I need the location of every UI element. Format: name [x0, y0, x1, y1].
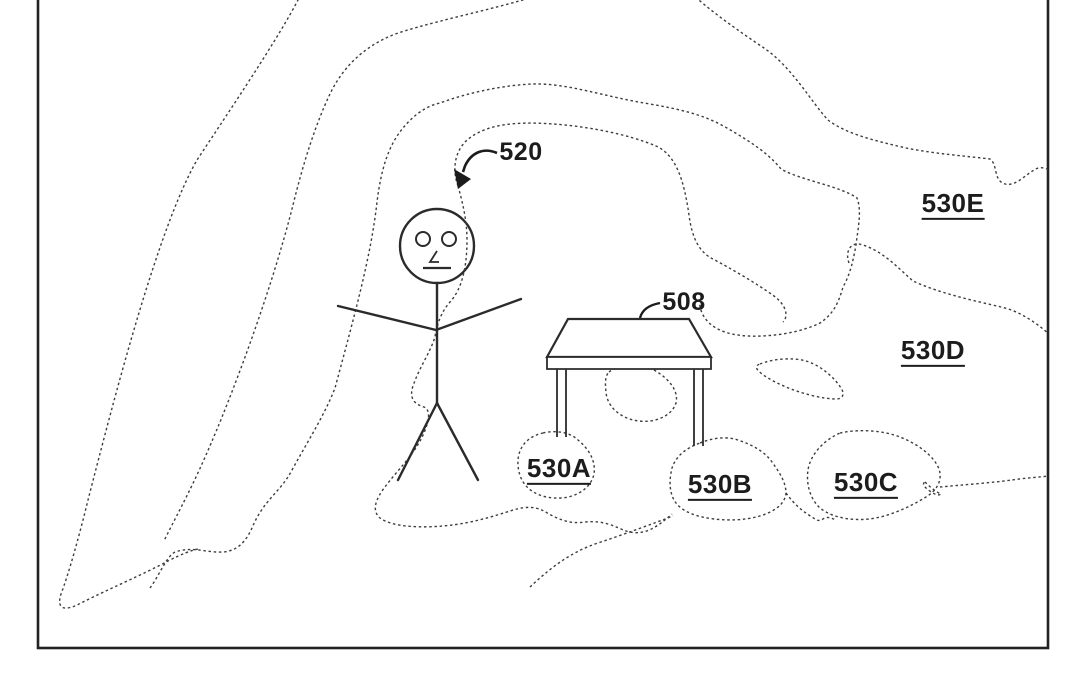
left-leg [396, 401, 439, 482]
label-region-530E: 530E [921, 189, 985, 221]
label-region-530A: 530A [526, 454, 592, 486]
right-eye [441, 231, 457, 247]
contour-left-outer [59, 0, 299, 609]
label-region-530B: 530B [687, 470, 753, 502]
blob-530C [806, 429, 941, 521]
leader-508-curve [638, 301, 661, 319]
contour-bottom-right [939, 475, 1050, 488]
label-region-530C: 530C [833, 468, 899, 500]
contour-bottom-center [529, 515, 674, 588]
leader-520-arrowhead-icon [454, 169, 471, 189]
label-508: 508 [662, 287, 706, 316]
blob-530C-sliver [922, 481, 943, 496]
stick-figure-head-group [398, 207, 476, 285]
contour-520-upper [454, 122, 787, 323]
table-group [545, 317, 713, 446]
contour-divider-530E-530D [846, 243, 1050, 335]
head-circle [398, 207, 476, 285]
leader-lines [454, 149, 661, 319]
nose [428, 250, 439, 263]
leader-520-curve [461, 149, 498, 173]
blob-530A [517, 431, 596, 499]
table-legs [556, 369, 704, 446]
table-top [545, 317, 713, 359]
left-eye [415, 231, 431, 247]
label-520: 520 [499, 137, 543, 166]
left-arm [336, 304, 438, 332]
right-leg [435, 401, 480, 482]
figure-frame [36, 0, 1050, 650]
contour-top-right [697, 0, 1050, 186]
contour-enclosing-region [149, 83, 861, 589]
label-region-530D: 530D [900, 336, 966, 368]
dotted-contours [59, 0, 1050, 609]
blob-right-of-table [755, 358, 844, 400]
blob-530B [669, 437, 787, 521]
contour-520-lower [374, 185, 673, 534]
contour-left-inner [163, 0, 526, 542]
contour-530B-530C-connector [785, 492, 837, 522]
stick-figure-body-group [336, 281, 523, 482]
table-apron [546, 356, 712, 370]
right-arm [434, 297, 523, 332]
